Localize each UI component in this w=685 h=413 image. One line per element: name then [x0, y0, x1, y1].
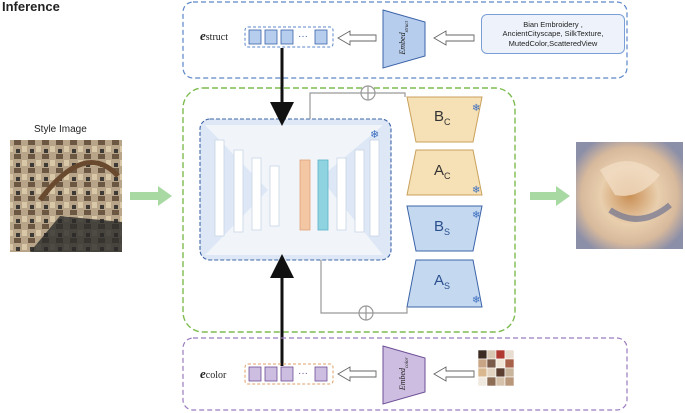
palette-swatch — [504, 376, 515, 387]
palette-swatch — [486, 367, 497, 378]
palette-swatch — [504, 349, 515, 360]
palette-swatch — [477, 367, 488, 378]
struct-text-prompt: Bian Embroidery , AncientCityscape, Silk… — [481, 14, 625, 54]
lora-sub: C — [444, 117, 451, 127]
struct-token-dots: ··· — [298, 31, 308, 42]
palette-swatch — [504, 358, 515, 369]
struct-text-line: MutedColor,ScatteredView — [508, 38, 598, 48]
color-token — [314, 366, 328, 382]
color-token — [280, 366, 294, 382]
hollow-arrow-icon — [433, 366, 475, 382]
palette-swatch — [495, 367, 506, 378]
color-token-group — [244, 363, 334, 385]
style-image-bridge — [38, 160, 120, 202]
palette-swatch — [495, 376, 506, 387]
color-panel — [182, 337, 628, 411]
hollow-arrow-icon — [337, 30, 377, 46]
unet-layers — [214, 139, 380, 237]
snowflake-icon: ❄ — [472, 295, 480, 306]
lora-block-ac — [406, 149, 483, 196]
color-embedding-subscript: color — [205, 370, 227, 381]
palette-swatch — [495, 349, 506, 360]
lora-block-bc — [406, 96, 483, 143]
color-embed-label: Embedcolor — [398, 350, 410, 398]
lora-letter: A — [434, 272, 445, 289]
lora-sub: S — [444, 227, 451, 237]
model-panel — [182, 87, 516, 333]
style-image-label: Style Image — [34, 124, 87, 135]
struct-token — [314, 29, 328, 45]
lora-sub: S — [444, 281, 451, 291]
output-image-petal — [600, 161, 660, 196]
lora-block-bs — [406, 205, 483, 252]
output-image-petal — [608, 202, 672, 222]
struct-embedding-label: estruct — [200, 28, 228, 44]
lora-sub: C — [444, 171, 451, 181]
color-embed-block — [382, 345, 426, 405]
color-embedding-symbol: e — [200, 366, 206, 381]
lora-letter: A — [434, 162, 445, 179]
snowflake-icon: ❄ — [472, 103, 480, 114]
palette-swatch — [495, 358, 506, 369]
color-embed-sub: color — [404, 357, 410, 368]
lora-letter: B — [434, 218, 445, 235]
lora-label-as: AS — [434, 272, 450, 291]
struct-text-line: AncientCityscape, SilkTexture, — [502, 29, 604, 39]
palette-swatch — [477, 358, 488, 369]
palette-swatch — [486, 376, 497, 387]
hollow-arrow-icon — [337, 366, 377, 382]
struct-embed-label: Embedstruct — [398, 14, 410, 62]
struct-token — [248, 29, 262, 45]
struct-token — [264, 29, 278, 45]
struct-embed-sub: struct — [404, 21, 410, 33]
color-palette — [477, 349, 515, 387]
lora-letter: B — [434, 108, 445, 125]
palette-swatch — [504, 367, 515, 378]
input-arrow — [130, 186, 172, 206]
palette-swatch — [477, 349, 488, 360]
struct-token — [280, 29, 294, 45]
lora-block-as — [406, 259, 483, 308]
lora-label-ac: AC — [434, 162, 451, 181]
struct-text-line: Bian Embroidery , — [523, 19, 583, 29]
diagram-title: Inference — [2, 0, 60, 14]
lora-label-bs: BS — [434, 218, 450, 237]
color-token-dots: ··· — [298, 368, 308, 379]
struct-embed-name: Embed — [398, 32, 408, 55]
lora-label-bc: BC — [434, 108, 451, 127]
struct-embedding-symbol: e — [200, 28, 206, 43]
snowflake-icon: ❄ — [472, 185, 480, 196]
struct-embedding-subscript: struct — [205, 32, 228, 43]
struct-panel — [182, 1, 628, 79]
snowflake-icon: ❄ — [370, 128, 379, 141]
snowflake-icon: ❄ — [472, 210, 480, 221]
connector-top — [309, 92, 406, 119]
struct-token-group — [244, 26, 334, 48]
color-embedding-label: ecolor — [200, 366, 226, 382]
palette-swatch — [486, 358, 497, 369]
palette-swatch — [477, 376, 488, 387]
output-arrow — [530, 186, 570, 206]
color-token — [248, 366, 262, 382]
struct-embed-block — [382, 9, 426, 69]
output-image — [576, 142, 683, 249]
style-image-roof — [30, 216, 122, 252]
hollow-arrow-icon — [433, 30, 475, 46]
color-token — [264, 366, 278, 382]
connector-bottom — [320, 260, 408, 314]
palette-swatch — [486, 349, 497, 360]
color-embed-name: Embed — [398, 367, 408, 391]
